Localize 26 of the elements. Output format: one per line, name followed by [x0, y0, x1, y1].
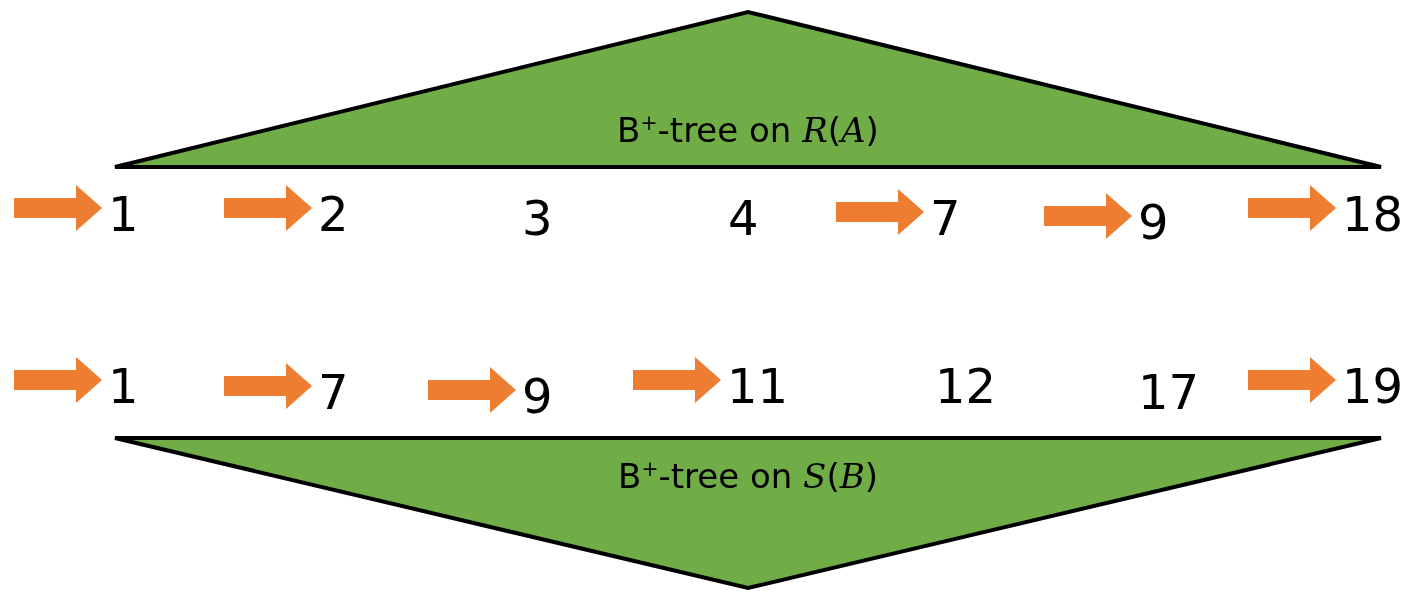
arrow: [633, 357, 721, 403]
arrow: [14, 357, 102, 403]
arrow: [14, 185, 102, 231]
key-value: 2: [318, 190, 349, 238]
arrow: [1248, 357, 1336, 403]
key-value: 11: [727, 362, 789, 410]
arrow: [1044, 193, 1132, 239]
arrow: [836, 189, 924, 235]
key-value: 1: [108, 362, 139, 410]
key-value: 19: [1342, 362, 1404, 410]
key-value: 9: [522, 372, 553, 420]
tree-label: B$^{+}$-tree on R(A): [616, 110, 880, 150]
key-value: 9: [1138, 198, 1169, 246]
arrow: [1248, 185, 1336, 231]
arrow: [224, 363, 312, 409]
key-value: 1: [108, 190, 139, 238]
key-value: 7: [930, 194, 961, 242]
key-value: 3: [522, 194, 553, 242]
key-value: 7: [318, 368, 349, 416]
key-value: 12: [935, 362, 997, 410]
key-value: 18: [1342, 190, 1404, 238]
tree-label: B$^{+}$-tree on S(B): [617, 456, 879, 496]
key-value: 4: [728, 194, 759, 242]
key-value: 17: [1138, 368, 1200, 416]
arrow: [224, 185, 312, 231]
arrow: [428, 367, 516, 413]
